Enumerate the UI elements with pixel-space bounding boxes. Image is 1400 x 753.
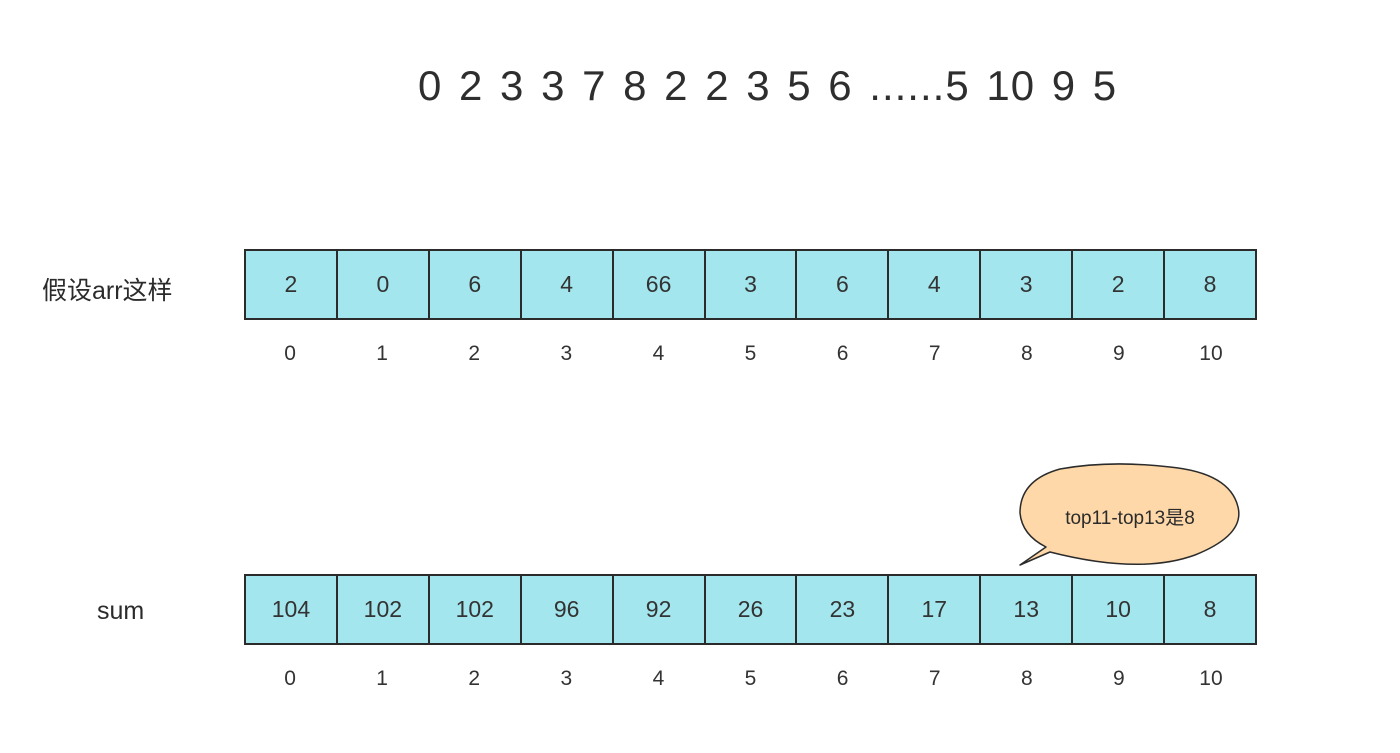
arr-cell: 6 [797,251,890,318]
sum-cell: 96 [521,576,614,643]
arr-index: 5 [744,342,757,365]
sum-cell: 92 [613,576,706,643]
callout-text: top11-top13是8 [1065,507,1195,529]
sum-cell: 102 [337,576,430,643]
callout-bubble: top11-top13是8 [1000,455,1260,575]
sum-cell: 102 [429,576,522,643]
arr-cell: 8 [1165,251,1255,318]
sum-index: 8 [1020,667,1033,690]
arr-cell: 2 [246,251,338,318]
arr-index: 1 [376,342,388,365]
sum-index: 2 [468,667,481,690]
arr-cell: 6 [429,251,522,318]
sum-label: sum [97,597,145,625]
arr-index: 7 [928,342,941,365]
arr-index: 8 [1020,342,1033,365]
sum-index: 4 [652,667,665,690]
sum-index: 1 [376,667,388,690]
sum-index: 7 [928,667,941,690]
arr-cell: 2 [1073,251,1166,318]
sum-cell: 13 [981,576,1074,643]
arr-cell: 3 [705,251,798,318]
sum-indices: 0 1 2 3 4 5 6 7 8 9 10 [244,667,1257,691]
sum-cell: 104 [246,576,338,643]
arr-cell: 4 [521,251,614,318]
sum-array: 104 102 102 96 92 26 23 17 13 10 8 [244,574,1257,645]
sum-index: 9 [1113,667,1125,690]
arr-cell: 4 [889,251,982,318]
arr-index: 10 [1199,342,1223,365]
arr-cell: 0 [337,251,430,318]
arr-index: 0 [284,342,296,365]
arr-index: 2 [468,342,481,365]
arr-array: 2 0 6 4 66 3 6 4 3 2 8 [244,249,1257,320]
speech-bubble-shape [1019,463,1240,566]
arr-cell: 3 [981,251,1074,318]
arr-indices: 0 1 2 3 4 5 6 7 8 9 10 [244,342,1257,366]
sequence-text: 0 2 3 3 7 8 2 2 3 5 6 ......5 10 9 5 [418,62,1118,109]
arr-label: 假设arr这样 [42,277,173,305]
arr-cell: 66 [613,251,706,318]
sum-index: 10 [1199,667,1223,690]
arr-index: 4 [652,342,665,365]
sum-index: 6 [836,667,849,690]
sum-index: 0 [284,667,296,690]
sum-cell: 23 [797,576,890,643]
sum-cell: 26 [705,576,798,643]
arr-index: 3 [560,342,573,365]
arr-index: 6 [836,342,849,365]
sum-index: 3 [560,667,573,690]
arr-index: 9 [1113,342,1125,365]
sum-cell: 17 [889,576,982,643]
sum-cell: 10 [1073,576,1166,643]
sum-index: 5 [744,667,757,690]
sum-cell: 8 [1165,576,1255,643]
